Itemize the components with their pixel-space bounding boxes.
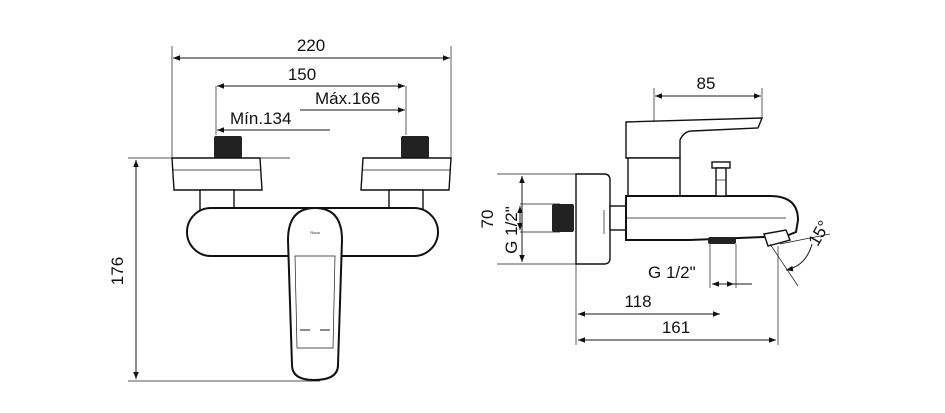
outlet-knurled-nut — [708, 237, 736, 244]
side-handle — [625, 117, 764, 159]
right-fitting — [360, 136, 452, 211]
left-fitting — [171, 136, 263, 211]
wall-plate — [575, 173, 611, 265]
dim-text-176: 176 — [108, 257, 127, 285]
left-knurled-nut — [214, 136, 242, 158]
right-knurled-nut — [401, 136, 429, 158]
brand-mark: Roca — [310, 230, 320, 235]
dim-text-150: 150 — [288, 65, 316, 84]
dim-text-161: 161 — [662, 318, 690, 337]
mixer-handle — [286, 206, 344, 382]
angle-arc-15 — [785, 243, 813, 272]
dim-text-220: 220 — [297, 36, 325, 55]
front-view: 220 150 Máx.166 Mín.134 176 — [108, 36, 452, 382]
dim-text-wall-thread: G 1/2" — [502, 206, 521, 254]
aerator — [763, 229, 791, 247]
side-view: 85 70 G 1/2" — [478, 74, 834, 345]
dim-text-min: Mín.134 — [230, 109, 291, 128]
dim-text-max: Máx.166 — [315, 89, 380, 108]
inlet-knurled-nut — [552, 204, 574, 232]
dim-text-70: 70 — [478, 210, 497, 229]
dim-text-118: 118 — [624, 292, 651, 311]
dim-text-outlet-thread: G 1/2" — [648, 263, 696, 282]
dim-text-15-degrees: 15° — [805, 217, 834, 249]
dim-text-85: 85 — [697, 74, 716, 93]
